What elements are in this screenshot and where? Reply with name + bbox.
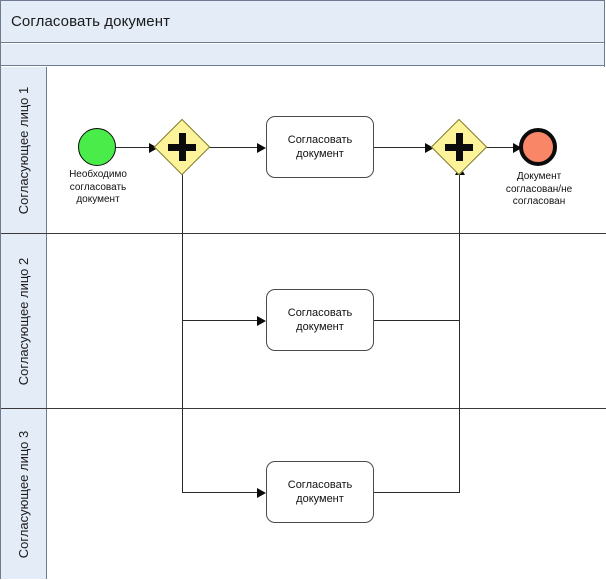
lane-3-label: Согласующее лицо 3: [16, 430, 32, 558]
flow-split-to-task2-arrowhead: [257, 315, 266, 326]
lane-1-label: Согласующее лицо 1: [16, 86, 32, 214]
flow-split-to-task1: [203, 147, 261, 148]
lane-3-header[interactable]: Согласующее лицо 3: [1, 409, 47, 579]
start-event[interactable]: [78, 128, 116, 166]
flow-split-to-task3-arrowhead: [257, 487, 266, 498]
flow-join-vertical: [459, 171, 460, 493]
end-event[interactable]: [519, 128, 557, 166]
flow-split-vertical: [182, 167, 183, 493]
flow-split-to-task3: [182, 492, 261, 493]
flow-split-to-task2: [182, 320, 261, 321]
flow-split-to-task1-arrowhead: [257, 142, 266, 153]
flow-task1-to-join: [372, 147, 429, 148]
pool-subheader-band: [1, 44, 604, 66]
lane-2-label: Согласующее лицо 2: [16, 257, 32, 385]
flow-join-to-end-arrowhead: [513, 142, 522, 153]
task-lane-3[interactable]: Согласовать документ: [266, 461, 374, 523]
lane-separator-2-3: [1, 408, 606, 409]
flow-task1-to-join-arrowhead: [425, 142, 434, 153]
lane-2-header[interactable]: Согласующее лицо 2: [1, 234, 47, 408]
flow-start-to-split: [116, 147, 151, 148]
task-lane-1[interactable]: Согласовать документ: [266, 116, 374, 178]
lane-separator-1-2: [1, 233, 606, 234]
flow-join-to-end: [479, 147, 517, 148]
flow-task2-to-join: [372, 320, 460, 321]
flow-start-to-split-arrowhead: [149, 142, 158, 153]
flow-task3-to-join: [372, 492, 460, 493]
end-event-label: Документ согласован/не согласован: [505, 171, 573, 207]
lane-1-header[interactable]: Согласующее лицо 1: [1, 67, 47, 233]
pool-title: Согласовать документ: [1, 1, 604, 43]
task-lane-2[interactable]: Согласовать документ: [266, 289, 374, 351]
start-event-label: Необходимо согласовать документ: [69, 169, 127, 205]
